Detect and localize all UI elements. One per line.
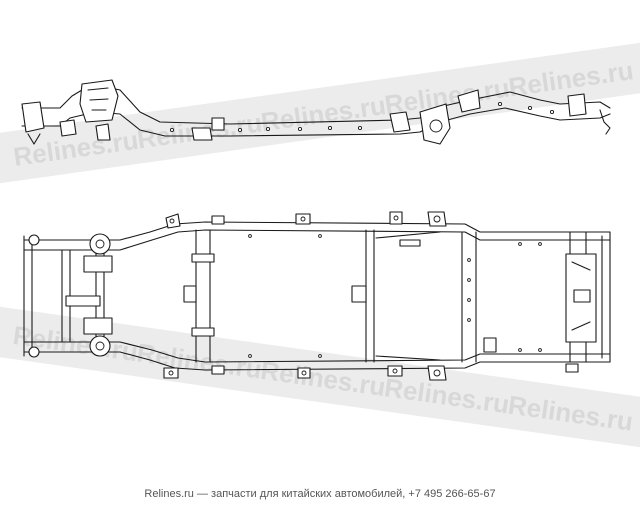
- side-rail-holes: [169, 101, 555, 133]
- footer-caption: Relines.ru — запчасти для китайских авто…: [144, 488, 496, 500]
- top-view-holes: [248, 234, 542, 358]
- watermark-band-lower: Relines.ru Relines.ru Relines.ru Relines…: [0, 304, 640, 452]
- frame-top-view: [23, 211, 611, 381]
- frame-side-view: [21, 79, 611, 145]
